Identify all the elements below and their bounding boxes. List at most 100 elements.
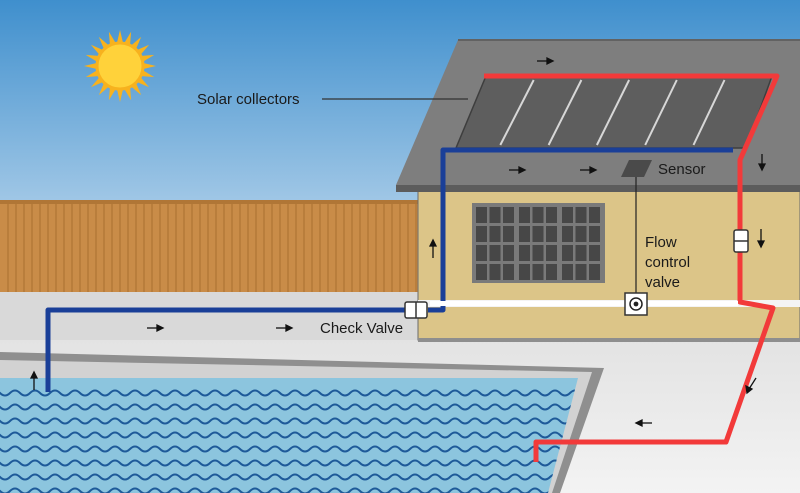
- sun-ray: [98, 36, 109, 49]
- pool: [0, 352, 604, 493]
- window-pane: [575, 226, 587, 242]
- window-pane: [503, 264, 514, 280]
- window-pane: [503, 245, 514, 261]
- arrow-left-icon: [634, 418, 652, 428]
- arrow-right-icon: [147, 323, 165, 333]
- arrow-right-icon: [509, 165, 527, 175]
- foundation: [418, 338, 800, 342]
- sun-ray: [84, 63, 97, 69]
- window-pane: [575, 264, 587, 280]
- flow-arrows: [29, 56, 767, 428]
- arrow-down-icon: [757, 154, 767, 172]
- collector-divider: [692, 79, 726, 146]
- solar-collectors-label: Solar collectors: [197, 91, 300, 108]
- window-pane: [546, 226, 557, 242]
- sun-ray: [85, 54, 99, 62]
- sun-ray: [143, 63, 156, 69]
- sun-ray: [117, 30, 123, 43]
- sun-ray: [90, 77, 103, 88]
- window-pane: [546, 245, 557, 261]
- collector-divider: [547, 79, 583, 146]
- window-pane: [562, 226, 573, 242]
- check-valve-icon: [404, 301, 428, 319]
- sun-ray: [141, 70, 155, 78]
- sun-ray: [141, 54, 155, 62]
- sun-ray: [131, 36, 142, 49]
- window-pane: [489, 226, 501, 242]
- window-pane: [532, 245, 544, 261]
- arrow-right-icon: [276, 323, 294, 333]
- sun-icon: [84, 30, 156, 102]
- window-pane: [589, 264, 600, 280]
- window-pane: [503, 207, 514, 223]
- sun-ray: [117, 89, 123, 102]
- check-valve-label: Check Valve: [320, 320, 403, 337]
- arrow-right-icon: [537, 56, 555, 66]
- house-bypass-line: [430, 301, 738, 306]
- sun-ray: [98, 83, 109, 96]
- window-pane: [532, 264, 544, 280]
- window-pane: [562, 207, 573, 223]
- arrow-up-icon: [29, 370, 39, 390]
- pool-wave: [0, 473, 578, 481]
- cold-supply-pipe: [45, 147, 733, 392]
- pool-wave: [0, 445, 578, 453]
- collector-divider: [644, 79, 678, 146]
- flow-control-valve-label-line3: valve: [645, 274, 680, 291]
- sun-ray: [85, 70, 99, 78]
- window-pane: [519, 245, 530, 261]
- window-pane: [575, 245, 587, 261]
- window-pane: [519, 226, 530, 242]
- window-pane: [532, 207, 544, 223]
- flow-control-valve-label-line1: Flow: [645, 234, 677, 251]
- window-pane: [589, 207, 600, 223]
- window-pane: [519, 207, 530, 223]
- window-pane: [489, 207, 501, 223]
- window-pane: [575, 207, 587, 223]
- window-pane: [476, 245, 487, 261]
- window-pane: [476, 264, 487, 280]
- house: [417, 184, 800, 342]
- arrow-right-icon: [580, 165, 598, 175]
- window-pane: [489, 245, 501, 261]
- arrow-up-icon: [428, 238, 438, 258]
- window-pane: [589, 245, 600, 261]
- window-pane: [519, 264, 530, 280]
- sun-ray: [108, 87, 116, 101]
- window-pane: [562, 264, 573, 280]
- pool-wave: [0, 487, 578, 493]
- arrow-down-icon: [756, 229, 766, 249]
- flow-control-valve-icon: [624, 175, 648, 316]
- window-pane: [503, 226, 514, 242]
- arrow-down-left-icon: [745, 377, 757, 395]
- window-pane: [562, 245, 573, 261]
- window: [472, 203, 605, 283]
- pool-wave: [0, 417, 578, 425]
- hot-return-pipe: [484, 73, 780, 462]
- window-pane: [476, 226, 487, 242]
- sun-ray: [137, 77, 150, 88]
- window-pane: [546, 264, 557, 280]
- window-pane: [489, 264, 501, 280]
- window-pane: [532, 226, 544, 242]
- sensor-label: Sensor: [658, 161, 706, 178]
- window-pane: [589, 226, 600, 242]
- window-pane: [476, 207, 487, 223]
- sun-ray: [124, 87, 132, 101]
- sensor-icon: [621, 160, 652, 177]
- collector-divider: [499, 79, 535, 146]
- pool-wave: [0, 431, 578, 439]
- sun-ray: [124, 31, 132, 45]
- pool-wave: [0, 459, 578, 467]
- sun-ray: [131, 83, 142, 96]
- sun-ray: [137, 44, 150, 55]
- solar-collector-panel: [454, 75, 774, 149]
- sun-ray: [90, 44, 103, 55]
- pool-wave: [0, 389, 578, 397]
- sun-ray: [108, 31, 116, 45]
- hot-pipe-valve-icon: [733, 229, 749, 253]
- pool-wave: [0, 403, 578, 411]
- flow-control-valve-label-line2: control: [645, 254, 690, 271]
